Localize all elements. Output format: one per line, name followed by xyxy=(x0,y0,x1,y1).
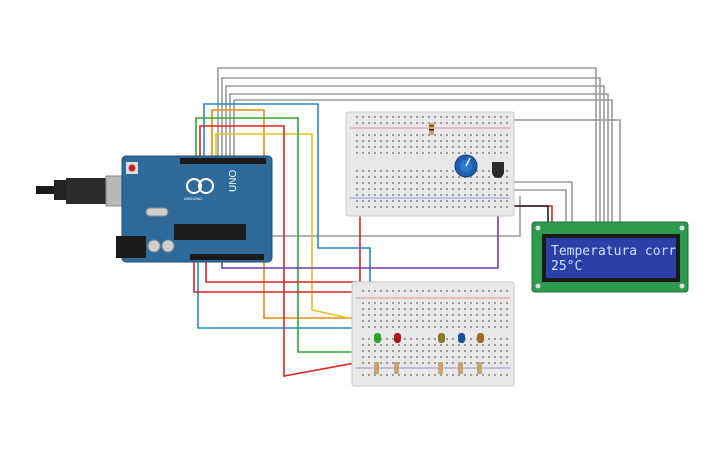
capacitor xyxy=(147,239,161,253)
wire-red-4[interactable] xyxy=(510,205,553,222)
resistors-bottom xyxy=(374,362,482,374)
wire-gray-2[interactable] xyxy=(221,77,601,222)
wire-gray-4[interactable] xyxy=(229,93,609,222)
analog-header xyxy=(190,254,264,260)
uno-label: UNO xyxy=(228,170,239,192)
lcd-line-1: Temperatura corr xyxy=(551,244,676,259)
led-orange[interactable] xyxy=(477,333,484,343)
breadboard-top[interactable] xyxy=(345,111,515,217)
wire-gray-3[interactable] xyxy=(225,85,605,222)
usb-cable xyxy=(36,186,58,194)
led-green[interactable] xyxy=(374,333,381,343)
resistor[interactable] xyxy=(458,362,463,374)
resistor[interactable] xyxy=(394,362,399,374)
wire-gray-7[interactable] xyxy=(510,181,573,222)
arduino-brand: ARDUINO xyxy=(184,196,202,201)
resistor[interactable] xyxy=(477,362,482,374)
atmega-chip xyxy=(174,224,246,240)
capacitor xyxy=(161,239,175,253)
temperature-sensor[interactable] xyxy=(492,162,504,178)
potentiometer[interactable] xyxy=(454,154,478,178)
wire-gray-5[interactable] xyxy=(233,99,613,222)
led-blue[interactable] xyxy=(458,333,465,343)
wire-gray-6[interactable] xyxy=(510,119,621,222)
breadboard-bottom[interactable] xyxy=(351,281,515,387)
wire-blue-1[interactable] xyxy=(203,103,371,290)
arduino-uno-board[interactable]: UNO ARDUINO xyxy=(36,155,273,263)
wire-gray-8[interactable] xyxy=(510,189,567,222)
led-yellow[interactable] xyxy=(438,333,445,343)
usb-connector xyxy=(66,178,110,204)
led-red[interactable] xyxy=(394,333,401,343)
wire-green-1[interactable] xyxy=(195,117,378,353)
resistor-top[interactable] xyxy=(429,123,434,135)
wire-red-3[interactable] xyxy=(205,258,357,290)
lcd-screen xyxy=(546,238,676,278)
lcd-line-2: 25°C xyxy=(551,259,582,274)
wire-gray-1[interactable] xyxy=(217,67,597,222)
lcd-module[interactable]: Temperatura corr 25°C xyxy=(531,221,689,293)
digital-header xyxy=(180,158,266,164)
power-jack xyxy=(116,236,146,258)
arduino-logo-icon xyxy=(186,178,202,194)
wire-red-1[interactable] xyxy=(199,125,405,377)
wire-purple-1[interactable] xyxy=(221,206,499,269)
resistor[interactable] xyxy=(438,362,443,374)
resistor[interactable] xyxy=(374,362,379,374)
